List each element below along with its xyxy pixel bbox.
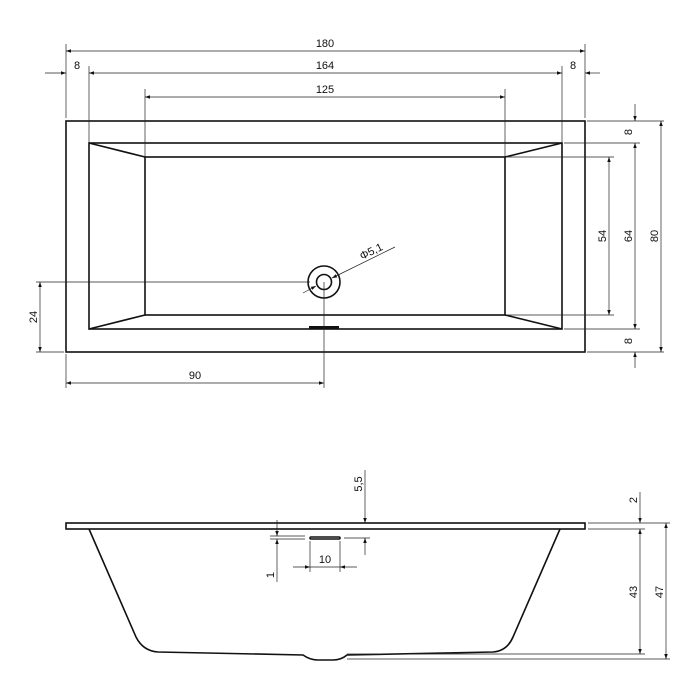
tub-outer-rim	[65, 120, 586, 353]
dim-rim-thickness: 2	[628, 497, 640, 503]
dim-overflow-offset: 1	[265, 572, 277, 578]
dim-overall-length: 180	[316, 38, 334, 50]
dim-rim-right: 8	[570, 60, 576, 72]
dim-inner-width: 64	[623, 230, 635, 242]
side-view: 2 43 47 5,5 1 10	[65, 470, 670, 661]
dim-drain-offset-x: 90	[189, 370, 201, 382]
overflow-slot-side	[309, 536, 341, 540]
dim-overflow-depth: 5,5	[353, 476, 365, 491]
dim-inner-depth: 43	[628, 586, 640, 598]
dim-rim-left: 8	[74, 60, 80, 72]
dim-rim-top: 8	[623, 129, 635, 135]
dim-drain-diameter: Φ5,1	[358, 241, 385, 262]
dim-overall-width: 80	[649, 230, 661, 242]
tub-rim-side	[65, 522, 586, 530]
top-view: 180 164 8 8 125 54 64 8 8 80 24	[28, 38, 664, 388]
dim-overall-height: 47	[654, 586, 666, 598]
tub-basin-bottom	[144, 156, 506, 316]
dim-basin-width: 54	[597, 230, 609, 242]
dim-overflow-width: 10	[319, 554, 331, 566]
tub-body-profile	[88, 528, 561, 661]
dim-drain-offset-y: 24	[28, 311, 40, 323]
dim-basin-length: 125	[316, 84, 334, 96]
dim-inner-length: 164	[316, 60, 334, 72]
tub-inner-edge	[88, 142, 563, 330]
dim-rim-bottom: 8	[623, 338, 635, 344]
